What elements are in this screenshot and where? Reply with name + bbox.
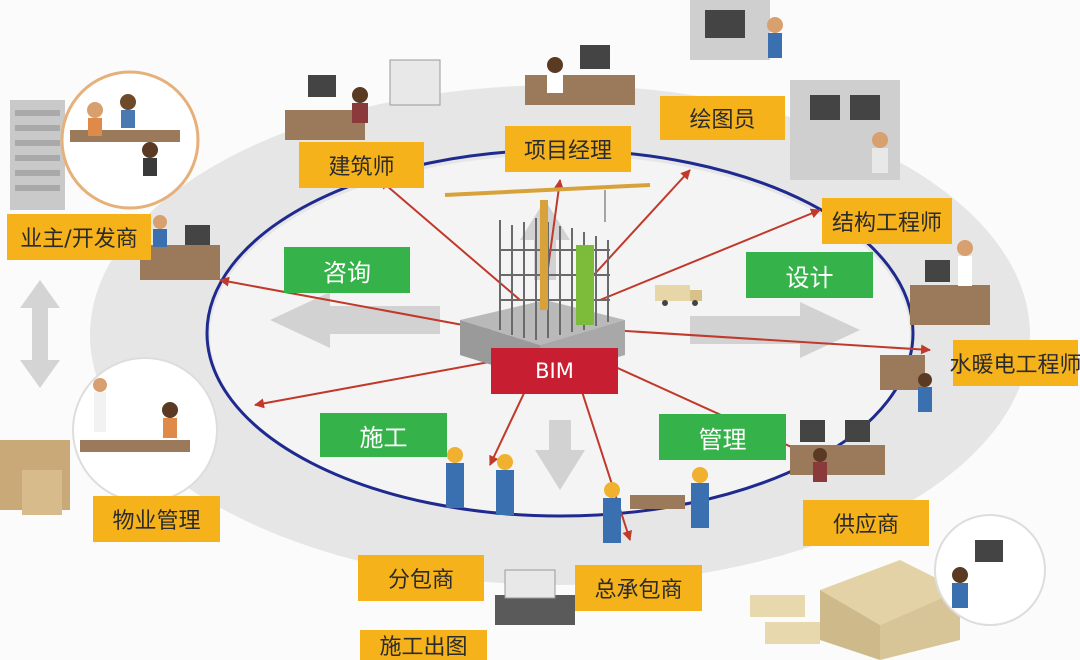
role-shopdwg-label: 施工出图 [360,630,487,660]
phase-manage-label: 管理 [659,414,786,460]
role-pm-label: 项目经理 [505,126,631,172]
plotter-illustration [495,569,575,625]
arrow-to-mep [609,329,931,355]
role-architect-label: 建筑师 [299,142,424,188]
construction-workers-illustration [446,447,709,543]
arrow-to-owner [219,276,491,331]
crane-jib [444,183,651,197]
lifecycle-arrows [270,200,860,490]
structural-cubicle-illustration [790,80,900,180]
role-mep-label: 水暖电工程师 [950,340,1080,386]
truck-illustration [655,285,702,306]
pm-desk-illustration [525,45,635,105]
crane-mast [540,200,548,310]
bim-center-label: BIM [491,348,618,394]
bottom-flow-arrow [535,420,585,490]
role-fm-label: 物业管理 [93,496,220,542]
role-structural-label: 结构工程师 [822,198,952,244]
owner-fm-link-arrow [20,280,60,388]
role-owner-label: 业主/开发商 [7,214,151,260]
role-sub-label: 分包商 [358,555,484,601]
arrow-to-structural [599,208,821,301]
role-gc-label: 总承包商 [575,565,702,611]
drafter-cubicle-illustration [690,0,783,60]
phase-consult-label: 咨询 [284,247,410,293]
arrow-to-architect [379,179,521,301]
mep-desk-illustration [880,240,990,412]
role-supplier-label: 供应商 [803,500,929,546]
facility-office-illustration [0,357,218,515]
supplier-desk-illustration [790,420,885,482]
phase-construct-label: 施工 [320,413,447,457]
owner-desk-illustration [140,215,220,280]
warehouse-illustration [750,514,1046,660]
right-flow-arrow [690,302,860,358]
arrow-to-construct [254,359,501,409]
arrow-to-drafter [579,169,691,291]
architect-desk-illustration [285,59,441,140]
left-flow-arrow [270,292,440,348]
role-drafter-label: 绘图员 [660,96,785,140]
phase-design-label: 设计 [746,252,873,298]
owner-office-illustration [10,70,200,210]
green-core-column [576,245,594,325]
